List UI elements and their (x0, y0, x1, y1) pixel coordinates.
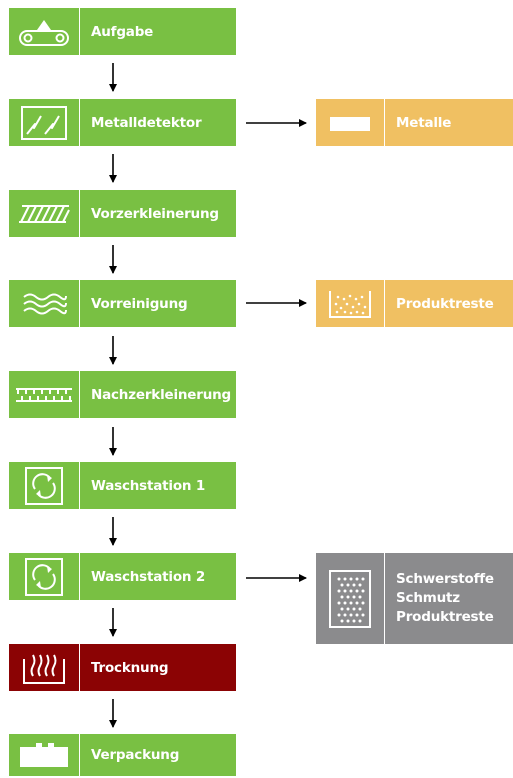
step-label: Trocknung (91, 659, 169, 676)
output-metalle: Metalle (316, 99, 513, 146)
hatch-icon (9, 190, 79, 237)
heat-icon (9, 644, 79, 691)
step-nachzerkleinerung: Nachzerkleinerung (9, 371, 236, 418)
cycle-icon (9, 462, 79, 509)
step-label: Metalldetektor (91, 114, 202, 131)
bar-icon (316, 99, 384, 146)
output-produktreste: Produktreste (316, 280, 513, 327)
output-line: Schwerstoffe (396, 571, 494, 587)
step-metalldetektor: Metalldetektor (9, 99, 236, 146)
step-trocknung: Trocknung (9, 644, 236, 691)
waves-icon (9, 280, 79, 327)
step-label: Waschstation 2 (91, 568, 206, 585)
output-line: Produktreste (396, 609, 494, 625)
step-label: Vorreinigung (91, 295, 188, 312)
step-label: Waschstation 1 (91, 477, 206, 494)
step-aufgabe: Aufgabe (9, 8, 236, 55)
lightning-icon (9, 99, 79, 146)
step-label: Vorzerkleinerung (91, 205, 219, 222)
step-label: Verpackung (91, 747, 180, 763)
dots-container-icon (316, 280, 384, 327)
output-label: Produktreste (396, 295, 494, 312)
comb-icon (9, 371, 79, 418)
step-vorzerkleinerung: Vorzerkleinerung (9, 190, 236, 237)
step-waschstation-1: Waschstation 1 (9, 462, 236, 509)
step-label: Nachzerkleinerung (91, 386, 231, 403)
step-label: Aufgabe (91, 23, 154, 40)
output-line: Schmutz (396, 590, 460, 606)
conveyor-icon (9, 8, 79, 55)
output-label: Metalle (396, 114, 452, 131)
dots-grid-icon (316, 553, 384, 644)
output-label-multi: Schwerstoffe Schmutz Produktreste (385, 570, 494, 627)
output-schwerstoffe: Schwerstoffe Schmutz Produktreste (316, 553, 513, 644)
step-vorreinigung: Vorreinigung (9, 280, 236, 327)
cycle-icon (9, 553, 79, 600)
package-icon (9, 734, 79, 776)
step-waschstation-2: Waschstation 2 (9, 553, 236, 600)
step-verpackung: Verpackung (9, 734, 236, 776)
